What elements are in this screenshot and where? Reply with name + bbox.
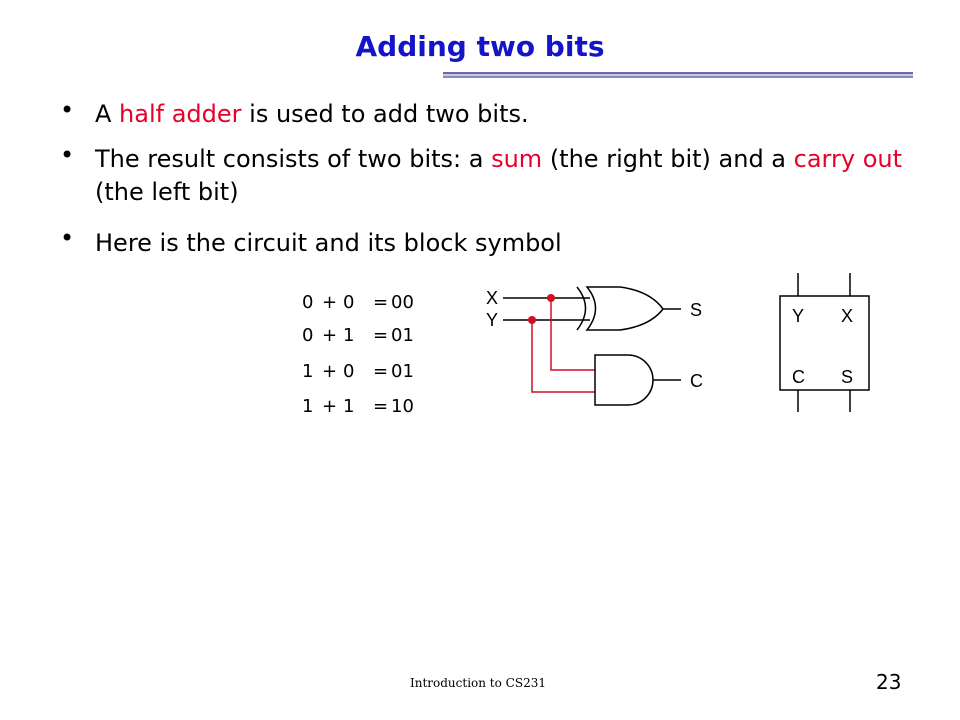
sum-row-4-a: 1	[302, 396, 314, 417]
bullet-1-text-b: is used to add two bits.	[241, 100, 529, 128]
half-adder-term: half adder	[119, 100, 242, 128]
footer-course: Introduction to CS231	[410, 676, 546, 690]
sum-row-3-a: 1	[302, 361, 314, 382]
bullet-1: A half adder is used to add two bits.	[95, 98, 915, 131]
sum-row-3-b: 0	[343, 361, 355, 382]
sum-row-3-result: 01	[391, 361, 414, 382]
block-x-label: X	[841, 306, 853, 326]
half-adder-circuit: X Y S C	[486, 286, 703, 406]
half-adder-block-symbol: Y X C S	[779, 273, 870, 412]
junction-y	[528, 316, 536, 324]
bullet-marker: •	[60, 141, 75, 169]
bullet-1-text-a: A	[95, 100, 120, 128]
block-c-label: C	[792, 367, 805, 387]
bullet-3: Here is the circuit and its block symbol	[95, 229, 562, 257]
wire-y-to-and	[531, 320, 595, 393]
sum-row-1-b: 0	[343, 292, 355, 313]
output-c-label: C	[690, 371, 703, 391]
sum-term: sum	[491, 145, 543, 173]
block-s-label: S	[841, 367, 853, 387]
input-y-label: Y	[486, 310, 498, 330]
sum-row-1-result: 00	[391, 292, 414, 313]
sum-row-1-op: +	[322, 292, 338, 313]
block-y-label: Y	[792, 306, 804, 326]
and-gate	[594, 354, 654, 406]
sum-row-3-eq: =	[373, 361, 389, 382]
wire-x-to-and	[550, 298, 595, 371]
bullet-marker: •	[60, 224, 75, 252]
title-underline	[443, 72, 913, 78]
bullet-2-text-c: (the left bit)	[95, 178, 239, 206]
sum-row-4-op: +	[322, 396, 338, 417]
carry-out-term: carry out	[793, 145, 902, 173]
junction-x	[547, 294, 555, 302]
xor-gate	[585, 286, 664, 331]
bullet-2-text-b: (the right bit) and a	[542, 145, 794, 173]
sum-row-3-op: +	[322, 361, 338, 382]
input-x-label: X	[486, 288, 498, 308]
slide-title: Adding two bits	[355, 30, 605, 63]
bullet-2: The result consists of two bits: a sum (…	[95, 143, 915, 209]
bullet-2-text-a: The result consists of two bits: a	[95, 145, 492, 173]
sum-row-2-result: 01	[391, 325, 414, 346]
sum-row-1-a: 0	[302, 292, 314, 313]
block-symbol-box	[779, 295, 870, 391]
sum-row-1-eq: =	[373, 292, 389, 313]
sum-row-2-op: +	[322, 325, 338, 346]
sum-row-4-result: 10	[391, 396, 414, 417]
sum-row-4-b: 1	[343, 396, 355, 417]
sum-row-2-a: 0	[302, 325, 314, 346]
page-number: 23	[876, 670, 902, 694]
output-s-label: S	[690, 300, 702, 320]
sum-row-2-eq: =	[373, 325, 389, 346]
xor-gate-back-curve	[576, 286, 587, 331]
sum-row-4-eq: =	[373, 396, 389, 417]
sum-row-2-b: 1	[343, 325, 355, 346]
bullet-marker: •	[60, 96, 75, 124]
